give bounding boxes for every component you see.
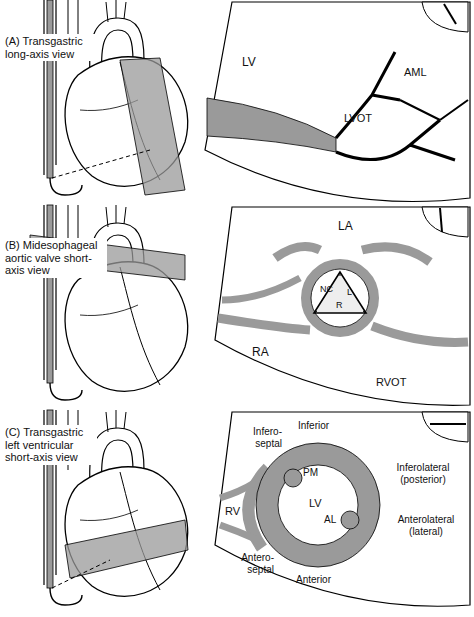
segment-label: Inferolateral (posterior): [386, 462, 460, 485]
chamber-label: RA: [252, 346, 269, 360]
muscle-label: AL: [324, 514, 336, 526]
chamber-label: LA: [338, 220, 353, 234]
segment-label: Inferior: [298, 420, 329, 432]
structure-label: RVOT: [376, 376, 406, 389]
chamber-label: LV: [242, 56, 256, 70]
cusp-label: R: [336, 300, 343, 310]
segment-label: Anterolateral (lateral): [386, 514, 466, 537]
cusp-label: NC: [320, 284, 333, 294]
segment-label: Anterior: [296, 574, 331, 586]
chamber-label: RV: [225, 505, 240, 518]
structure-label: AML: [404, 66, 427, 79]
view-title: (C) Transgastric left ventricular short-…: [3, 425, 97, 465]
view-title: (A) Transgastric long-axis view: [3, 34, 99, 61]
chamber-label: LV: [309, 497, 322, 510]
structure-label: LVOT: [344, 112, 372, 125]
segment-label: Antero- septal: [232, 552, 274, 575]
segment-label: Infero- septal: [240, 426, 282, 449]
cusp-label: L: [347, 287, 352, 297]
muscle-label: PM: [303, 467, 318, 479]
view-title: (B) Midesophageal aortic valve short-axi…: [3, 238, 107, 278]
